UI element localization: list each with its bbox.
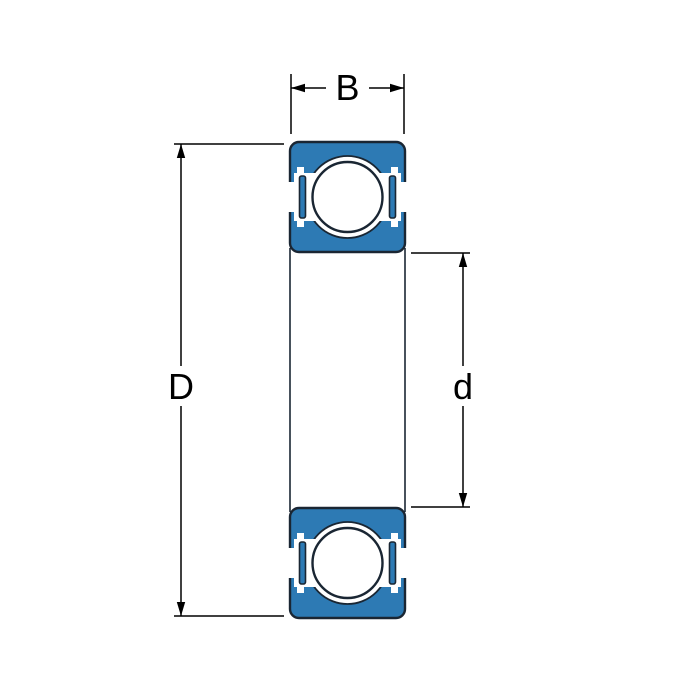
shield-groove-notches [297, 167, 398, 227]
notch [297, 167, 304, 173]
arrowhead-top [458, 253, 468, 267]
left-face-opening [286, 182, 296, 212]
arrowhead-top [176, 144, 186, 158]
notch [297, 221, 304, 227]
bore-silhouette-lines [289, 248, 406, 512]
ball [311, 160, 384, 234]
dimension-bore-d: d [411, 252, 473, 508]
extension-lines [174, 143, 284, 617]
bearing-section-bottom [284, 506, 411, 620]
width-label: B [335, 67, 359, 108]
arrowhead-left [291, 83, 305, 93]
arrowhead-bottom [176, 602, 186, 616]
right-face-opening [399, 182, 409, 212]
dimension-width-B: B [290, 67, 405, 134]
notch [391, 167, 398, 173]
dimension-outer-diameter-D: D [168, 143, 284, 617]
extension-lines [411, 252, 470, 508]
left-shield [298, 175, 307, 219]
notch [391, 221, 398, 227]
bearing-section-top [286, 140, 409, 254]
bore-label: d [453, 366, 473, 407]
extension-lines [290, 74, 405, 134]
arrowhead-right [390, 83, 404, 93]
outer-diameter-label: D [168, 366, 194, 407]
right-shield [388, 175, 397, 219]
arrowhead-bottom [458, 493, 468, 507]
